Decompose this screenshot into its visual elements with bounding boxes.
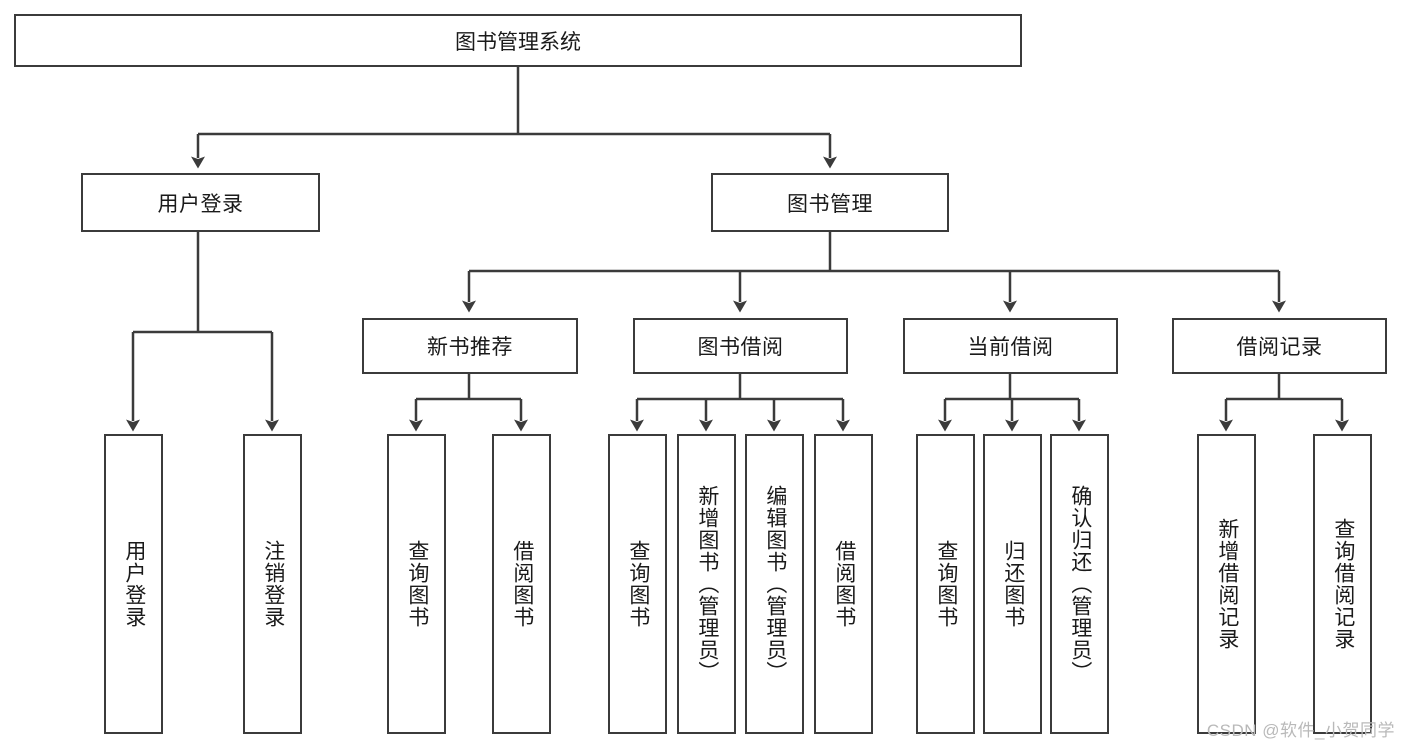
node-label: 图书管理系统 (455, 30, 581, 54)
node-leaf-borrow-book-1[interactable]: 借阅图书 (492, 434, 551, 734)
node-leaf-query-book-1[interactable]: 查询图书 (387, 434, 446, 734)
node-label: 借阅图书 (510, 540, 534, 628)
node-leaf-query-book-2[interactable]: 查询图书 (608, 434, 667, 734)
node-label: 注销登录 (261, 540, 285, 628)
node-leaf-borrow-book-2[interactable]: 借阅图书 (814, 434, 873, 734)
node-label: 用户登录 (157, 192, 244, 216)
node-label: 归还图书 (1001, 540, 1025, 628)
node-leaf-logout-login[interactable]: 注销登录 (243, 434, 302, 734)
node-new-book-recommend[interactable]: 新书推荐 (362, 318, 578, 374)
node-user-login[interactable]: 用户登录 (81, 173, 320, 232)
node-book-manage[interactable]: 图书管理 (711, 173, 949, 232)
node-label: 新增图书（管理员） (695, 485, 719, 683)
node-leaf-add-book[interactable]: 新增图书（管理员） (677, 434, 736, 734)
node-label: 图书管理 (787, 192, 873, 216)
node-label: 编辑图书（管理员） (763, 485, 787, 683)
node-leaf-add-record[interactable]: 新增借阅记录 (1197, 434, 1256, 734)
node-label: 查询图书 (405, 540, 429, 628)
node-leaf-user-login[interactable]: 用户登录 (104, 434, 163, 734)
node-label: 确认归还（管理员） (1068, 485, 1092, 683)
node-label: 图书借阅 (697, 336, 784, 359)
node-label: 新增借阅记录 (1215, 518, 1239, 650)
node-label: 新书推荐 (427, 336, 513, 359)
node-leaf-return-book[interactable]: 归还图书 (983, 434, 1042, 734)
node-label: 当前借阅 (967, 336, 1054, 359)
node-leaf-query-record[interactable]: 查询借阅记录 (1313, 434, 1372, 734)
node-book-borrow[interactable]: 图书借阅 (633, 318, 848, 374)
node-leaf-edit-book[interactable]: 编辑图书（管理员） (745, 434, 804, 734)
node-borrow-record[interactable]: 借阅记录 (1172, 318, 1387, 374)
node-leaf-query-book-3[interactable]: 查询图书 (916, 434, 975, 734)
node-label: 查询图书 (626, 540, 650, 628)
node-leaf-confirm-return[interactable]: 确认归还（管理员） (1050, 434, 1109, 734)
node-label: 借阅图书 (832, 540, 856, 628)
node-label: 查询图书 (934, 540, 958, 628)
node-label: 用户登录 (122, 540, 146, 628)
node-current-borrow[interactable]: 当前借阅 (903, 318, 1118, 374)
node-label: 借阅记录 (1236, 336, 1323, 359)
watermark: CSDN @软件_小贺同学 (1206, 721, 1395, 740)
node-root-system[interactable]: 图书管理系统 (14, 14, 1022, 67)
node-label: 查询借阅记录 (1331, 518, 1355, 650)
